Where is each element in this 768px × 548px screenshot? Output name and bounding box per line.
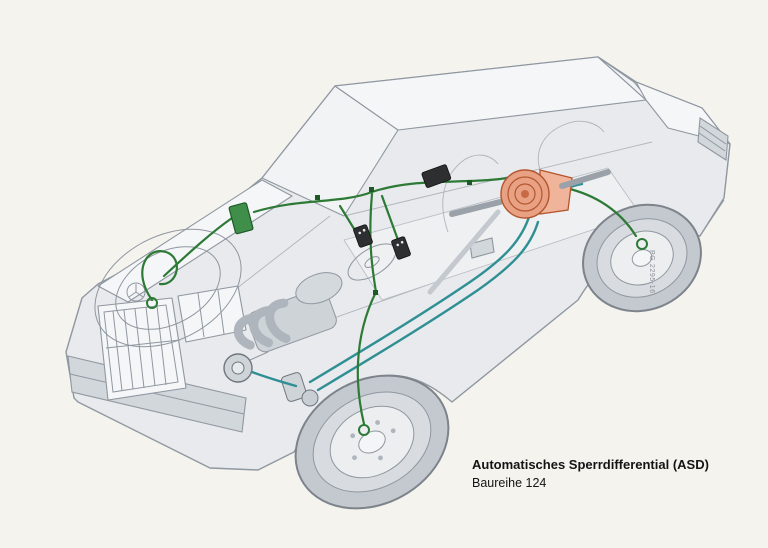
rear-seat-outline — [537, 120, 605, 171]
asd-pump — [223, 351, 269, 383]
figure-caption: Automatisches Sperrdifferential (ASD) Ba… — [472, 457, 742, 490]
taillight — [697, 117, 729, 161]
relay-module — [228, 202, 254, 235]
driveshaft — [427, 209, 501, 295]
front-coil-cable — [141, 250, 178, 302]
inner-fender-housing — [94, 228, 242, 348]
mercedes-star-icon — [126, 282, 146, 302]
control-unit — [421, 164, 452, 188]
front-fascia — [67, 282, 247, 433]
pedal-sensor-1 — [353, 224, 373, 248]
front-wheel — [294, 374, 450, 510]
rear-hub-sensor-ring — [636, 238, 648, 250]
side-mirror — [469, 237, 495, 259]
pedal-sensor-2 — [391, 236, 411, 260]
harness-connector — [373, 290, 378, 295]
rear-wheel — [582, 203, 702, 313]
caption-subtitle: Baureihe 124 — [472, 475, 547, 490]
print-code: PG 2295-16 — [648, 250, 655, 294]
harness-connector — [467, 180, 472, 185]
right-axle-shaft — [559, 169, 611, 189]
front-fender-line — [231, 215, 331, 293]
front-hub-sensor-ring — [358, 424, 370, 436]
hydraulic-unit — [281, 372, 319, 407]
front-ring-connector — [146, 297, 158, 309]
front-seat-outline — [442, 154, 499, 233]
front-grille — [97, 297, 187, 401]
harness-connector — [369, 187, 374, 192]
left-axle-shaft — [449, 199, 503, 217]
caption-title: Automatisches Sperrdifferential (ASD) — [472, 457, 709, 472]
harness-connector — [315, 195, 320, 200]
headlight — [177, 285, 247, 343]
rear-differential — [449, 169, 611, 219]
engine — [233, 272, 343, 353]
